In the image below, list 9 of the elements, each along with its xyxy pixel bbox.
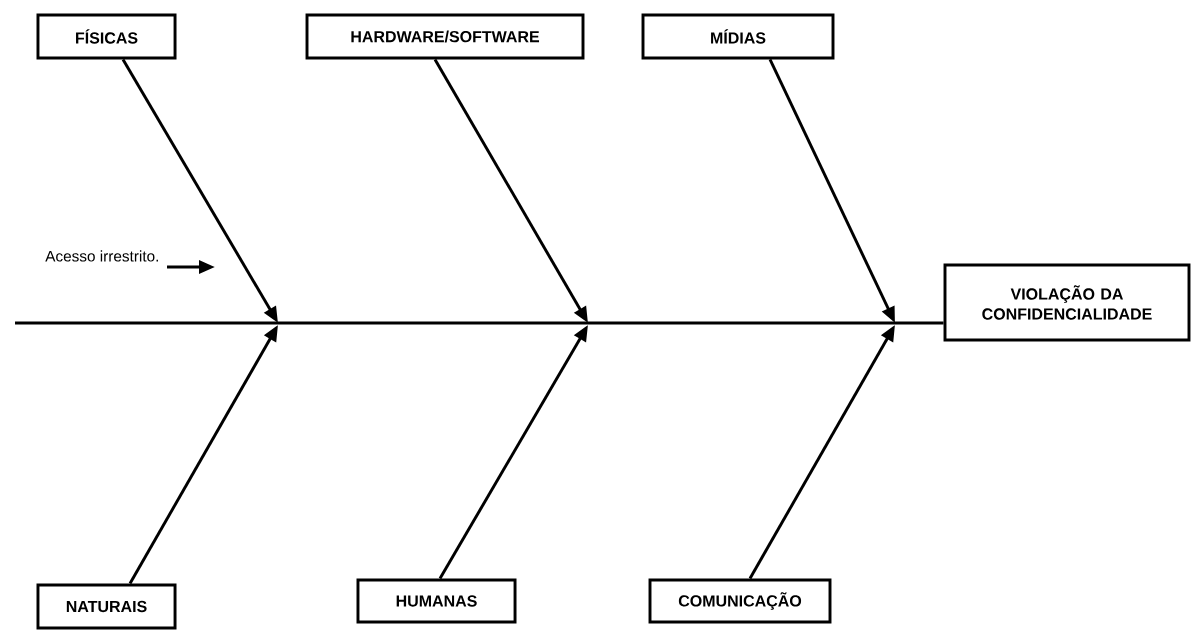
category-box: MÍDIAS xyxy=(641,13,835,60)
category-box: HUMANAS xyxy=(356,578,517,624)
category-box: COMUNICAÇÃO xyxy=(648,578,832,624)
annotation-text: Acesso irrestrito. xyxy=(45,250,158,262)
effect-box: VIOLAÇÃO DA CONFIDENCIALIDADE xyxy=(943,263,1191,342)
category-box: FÍSICAS xyxy=(36,13,177,60)
spine-line xyxy=(15,321,944,325)
category-box: NATURAIS xyxy=(36,583,177,630)
category-box: HARDWARE/SOFTWARE xyxy=(305,13,585,60)
